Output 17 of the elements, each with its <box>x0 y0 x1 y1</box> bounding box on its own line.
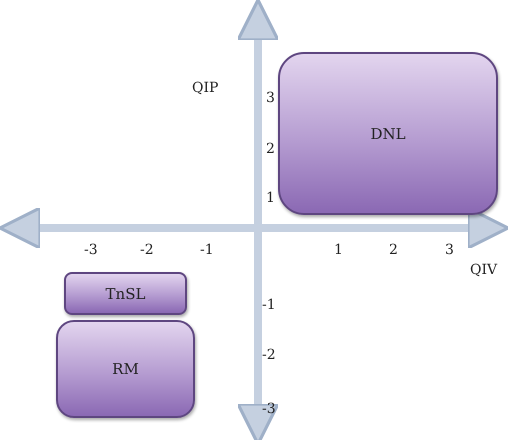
tick-label: -1 <box>200 242 214 258</box>
tick-label: 1 <box>266 190 275 206</box>
quadrant-box: RM <box>56 320 195 418</box>
tick-label: -2 <box>262 347 276 363</box>
tick-label: 1 <box>334 242 343 258</box>
tick-label: -2 <box>140 242 154 258</box>
axis-title: QIV <box>470 262 498 278</box>
axis-title: QIP <box>192 80 218 96</box>
tick-label: -3 <box>262 401 276 417</box>
tick-label: -1 <box>262 297 276 313</box>
tick-label: 2 <box>266 141 275 157</box>
quadrant-box: TnSL <box>64 272 187 315</box>
tick-label: 3 <box>445 242 454 258</box>
tick-label: -3 <box>84 242 98 258</box>
quadrant-box: DNL <box>278 52 498 215</box>
tick-label: 2 <box>389 242 398 258</box>
tick-label: 3 <box>266 90 275 106</box>
